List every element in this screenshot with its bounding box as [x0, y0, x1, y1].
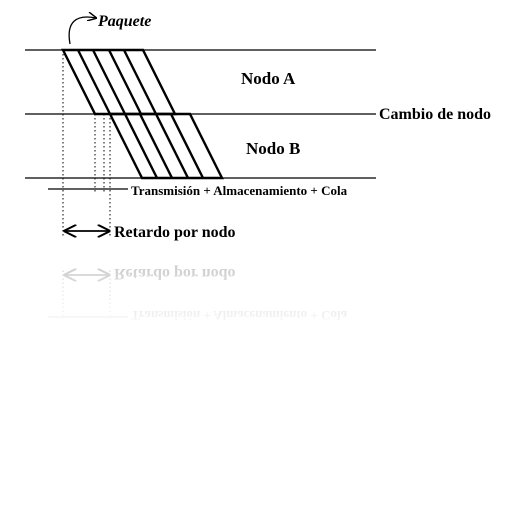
node-change-label: Cambio de nodo — [379, 106, 491, 123]
reflection-fade — [0, 255, 524, 335]
node-b-label: Nodo B — [246, 139, 300, 158]
components-label: Transmisión + Almacenamiento + Cola — [131, 183, 348, 198]
delay-label: Retardo por nodo — [114, 224, 236, 241]
packet-label: Paquete — [97, 13, 151, 30]
packet-pointer-arrow — [68, 17, 96, 45]
node-a-label: Nodo A — [241, 69, 296, 88]
dotted-guides — [62, 50, 111, 238]
packet-bundle-node-a — [61, 48, 177, 116]
packet-bundle-node-b — [108, 112, 224, 180]
